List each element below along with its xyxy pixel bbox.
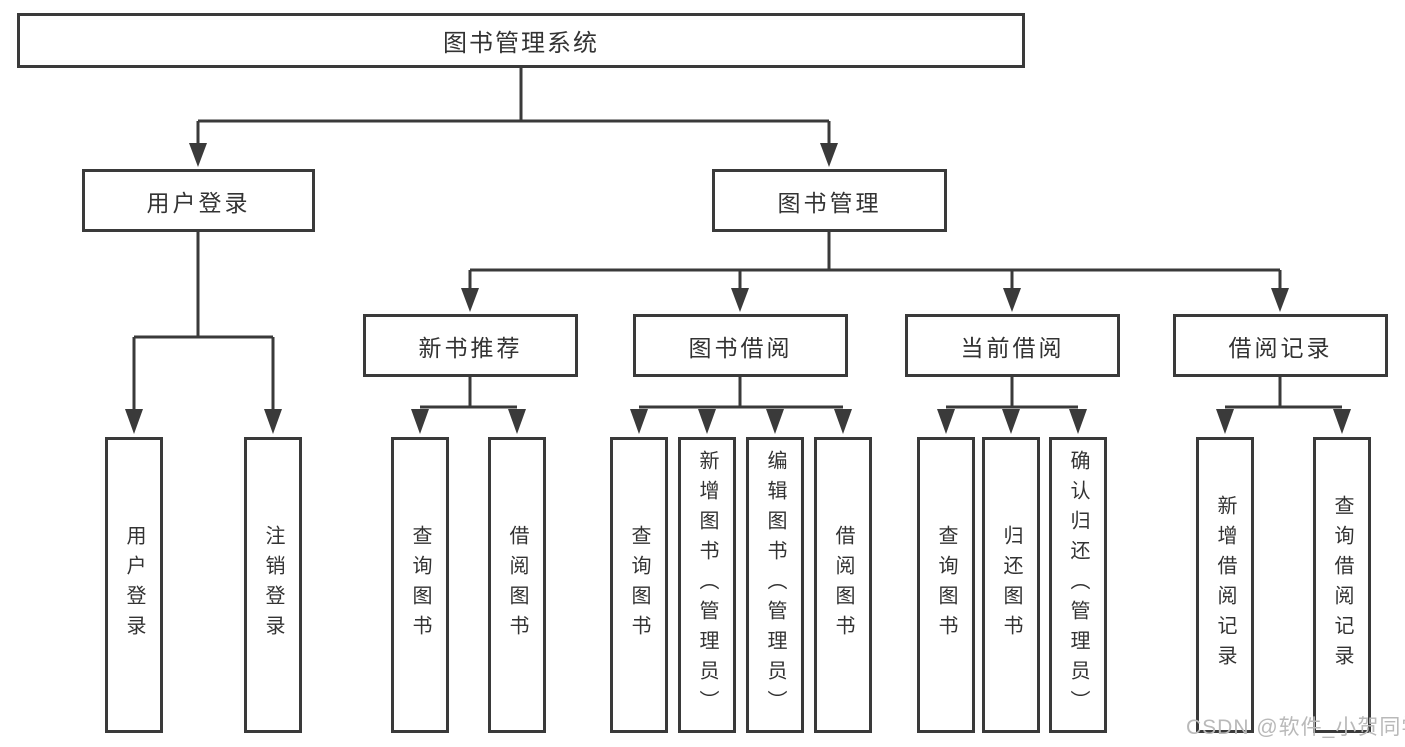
leaf-return-books-label: 归还图书 [1000,525,1022,645]
leaf-query-books-borrowing-label: 查询图书 [628,525,650,645]
node-borrowing-records-label: 借阅记录 [1228,334,1333,361]
leaf-edit-book-admin-label: 编辑图书（管理员） [764,450,786,720]
leaf-logout-label: 注销登录 [262,525,284,645]
node-book-management: 图书管理 [712,169,947,232]
node-current-borrowing-label: 当前借阅 [960,334,1065,361]
leaf-add-book-admin-label: 新增图书（管理员） [696,450,718,720]
leaf-borrow-books-borrowing-label: 借阅图书 [832,525,854,645]
node-current-borrowing: 当前借阅 [905,314,1120,377]
leaf-query-borrow-record: 查询借阅记录 [1313,437,1371,733]
node-root: 图书管理系统 [17,13,1025,68]
watermark: CSDN @软件_小贺同学 [1186,716,1405,739]
leaf-edit-book-admin: 编辑图书（管理员） [746,437,804,733]
leaf-query-books-borrowing: 查询图书 [610,437,668,733]
leaf-user-login: 用户登录 [105,437,163,733]
leaf-query-books-current-label: 查询图书 [935,525,957,645]
leaf-borrow-books-borrowing: 借阅图书 [814,437,872,733]
leaf-confirm-return-admin-label: 确认归还（管理员） [1067,450,1089,720]
leaf-query-books-recommend-label: 查询图书 [409,525,431,645]
node-book-borrowing: 图书借阅 [633,314,848,377]
leaf-return-books: 归还图书 [982,437,1040,733]
leaf-query-books-recommend: 查询图书 [391,437,449,733]
node-book-borrowing-label: 图书借阅 [688,334,793,361]
node-user-login: 用户登录 [82,169,315,232]
leaf-borrow-books-recommend-label: 借阅图书 [506,525,528,645]
leaf-borrow-books-recommend: 借阅图书 [488,437,546,733]
node-borrowing-records: 借阅记录 [1173,314,1388,377]
node-new-book-recommend-label: 新书推荐 [418,334,523,361]
node-root-label: 图书管理系统 [443,30,599,57]
leaf-logout: 注销登录 [244,437,302,733]
leaf-user-login-label: 用户登录 [123,525,145,645]
leaf-query-books-current: 查询图书 [917,437,975,733]
leaf-add-borrow-record-label: 新增借阅记录 [1214,495,1236,675]
node-new-book-recommend: 新书推荐 [363,314,578,377]
node-user-login-label: 用户登录 [146,189,251,216]
leaf-query-borrow-record-label: 查询借阅记录 [1331,495,1353,675]
leaf-add-book-admin: 新增图书（管理员） [678,437,736,733]
leaf-confirm-return-admin: 确认归还（管理员） [1049,437,1107,733]
node-book-management-label: 图书管理 [777,189,882,216]
leaf-add-borrow-record: 新增借阅记录 [1196,437,1254,733]
